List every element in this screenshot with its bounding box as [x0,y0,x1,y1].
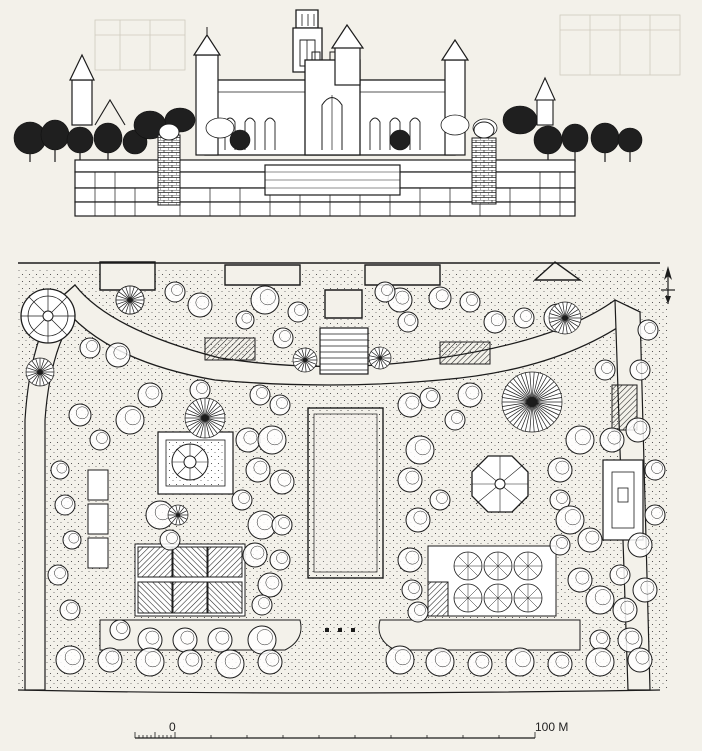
north-arrow-icon [661,266,675,304]
garden-site-plan [17,261,668,694]
castle-elevation [13,9,681,217]
scale-bar-start-label: 0 [169,720,176,734]
scale-bar: 0 100 M [134,720,568,739]
scale-bar-end-label: 100 M [535,720,568,734]
